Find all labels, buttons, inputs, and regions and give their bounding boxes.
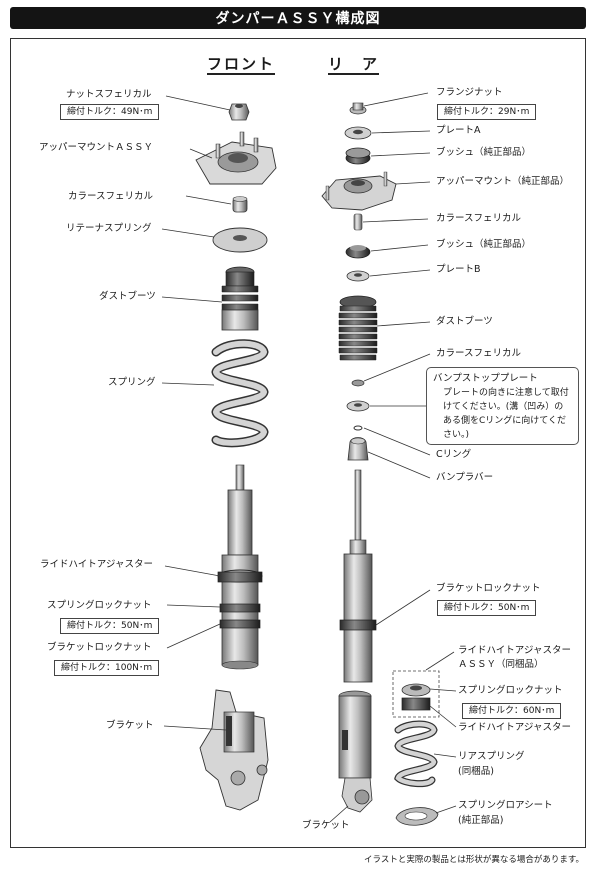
diagram-frame (10, 38, 586, 848)
rear-bump-stop-plate (346, 400, 370, 412)
rear-adjuster-assy-group (392, 670, 440, 718)
label-rear-plate-a: プレートA (436, 125, 481, 136)
label-rear-lower-seat-2: (純正部品) (458, 815, 504, 826)
label-rear-dust-boot: ダストブーツ (436, 316, 493, 327)
label-rear-bush-1: ブッシュ（純正部品） (436, 147, 532, 158)
label-front-spring: スプリング (108, 377, 156, 388)
label-front-ride-height-adjuster: ライドハイトアジャスター (40, 559, 153, 570)
label-rear-bush-2: ブッシュ（純正部品） (436, 239, 532, 250)
torque-rear-spring-lock-nut: 締付トルク：60N･m (462, 703, 562, 719)
note-title: バンプストッププレート (433, 373, 538, 384)
label-rear-bracket-lock-nut: ブラケットロックナット (436, 583, 541, 594)
front-upper-mount-assy (195, 131, 277, 185)
label-rear-collar-spherical-1: カラースフェリカル (436, 213, 522, 224)
rear-dust-boot (338, 295, 378, 361)
front-bracket (199, 689, 269, 811)
torque-front-bracket-lock-nut: 締付トルク：100N･m (54, 660, 160, 676)
label-rear-spring-1: リアスプリング (458, 751, 525, 762)
label-front-spring-lock-nut: スプリングロックナット (47, 600, 152, 611)
rear-flange-nut (349, 102, 367, 115)
front-dust-boot (221, 266, 259, 331)
label-rear-upper-mount: アッパーマウント（純正部品） (436, 176, 570, 187)
label-rear-flange-nut: フランジナット (436, 87, 503, 98)
rear-heading: リ ア (328, 55, 380, 75)
rear-spring (394, 720, 438, 788)
torque-front-spring-lock-nut: 締付トルク：50N･m (60, 618, 160, 634)
rear-damper-body (339, 469, 377, 683)
bump-stop-plate-note: バンプストッププレート プレートの向きに注意して取付けてください。(溝（凹み）の… (426, 367, 579, 445)
rear-bush-1 (345, 147, 371, 165)
rear-bracket (338, 690, 373, 813)
rear-bump-rubber (347, 437, 369, 461)
rear-collar-spherical-1 (353, 213, 363, 231)
label-rear-spring-lock-nut: スプリングロックナット (458, 685, 563, 696)
label-front-dust-boot: ダストブーツ (99, 291, 156, 302)
diagram-title: ダンパーＡＳＳＹ構成図 (10, 7, 586, 29)
label-rear-spring-2: (同梱品) (458, 766, 494, 777)
front-heading: フロント (207, 55, 276, 75)
footnote: イラストと実際の製品とは形状が異なる場合があります。 (364, 855, 584, 865)
front-collar-spherical (232, 196, 248, 213)
leader-lines (161, 92, 457, 823)
rear-ride-height-adjuster (401, 697, 431, 711)
label-front-collar-spherical: カラースフェリカル (68, 191, 154, 202)
label-front-upper-mount-assy: アッパーマウントＡＳＳＹ (39, 142, 154, 153)
front-damper-body (217, 464, 263, 670)
label-rear-plate-b: プレートB (436, 264, 481, 275)
note-body: プレートの向きに注意して取付けてください。(溝（凹み）のある側をCリングに向けて… (443, 388, 569, 440)
rear-bush-2 (345, 245, 371, 259)
torque-rear-flange-nut: 締付トルク：29N･m (437, 104, 537, 120)
rear-collar-spherical-2 (351, 379, 365, 387)
front-retainer-spring (212, 227, 268, 253)
rear-spring-lower-seat (395, 807, 439, 826)
rear-plate-b (346, 270, 370, 282)
label-rear-c-ring: Cリング (436, 449, 472, 460)
label-front-bracket-lock-nut: ブラケットロックナット (47, 642, 152, 653)
label-rear-ride-height-adjuster: ライドハイトアジャスター (458, 722, 571, 733)
torque-front-nut-spherical: 締付トルク：49N･m (60, 104, 160, 120)
torque-rear-bracket-lock-nut: 締付トルク：50N･m (437, 600, 537, 616)
label-rear-collar-spherical-2: カラースフェリカル (436, 348, 522, 359)
front-nut-spherical (228, 103, 250, 121)
label-rear-lower-seat-1: スプリングロアシート (458, 800, 553, 811)
front-spring (211, 339, 269, 448)
label-rear-adjuster-assy-2: ＡＳＳＹ（同梱品） (458, 659, 544, 670)
rear-c-ring (353, 425, 363, 431)
rear-upper-mount (321, 171, 397, 211)
label-front-bracket: ブラケット (106, 720, 154, 731)
label-front-retainer-spring: リテーナスプリング (66, 223, 152, 234)
label-rear-bracket: ブラケット (302, 820, 350, 831)
rear-spring-lock-nut (401, 683, 431, 697)
label-rear-adjuster-assy-1: ライドハイトアジャスター (458, 645, 571, 656)
label-front-nut-spherical: ナットスフェリカル (66, 89, 152, 100)
label-rear-bump-rubber: バンプラバー (436, 472, 494, 483)
rear-plate-a (344, 126, 372, 140)
